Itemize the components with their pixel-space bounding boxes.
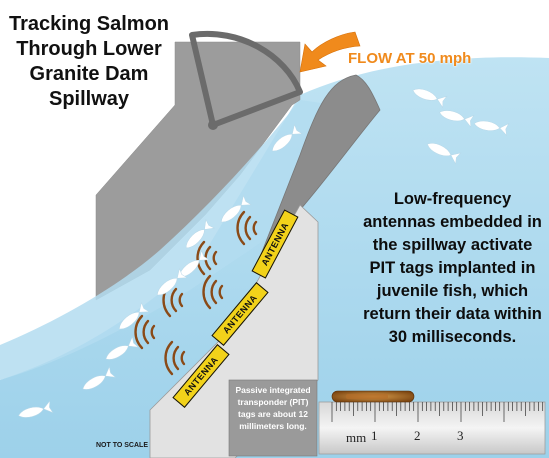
fish <box>18 400 54 418</box>
ruler-mark: 3 <box>457 428 464 443</box>
signal-wave-5 <box>134 314 156 350</box>
flow-arrow <box>299 31 361 73</box>
ruler-mark: 2 <box>414 428 421 443</box>
fish <box>179 249 210 278</box>
fish <box>426 143 462 165</box>
fish <box>82 365 117 390</box>
description-text: Low-frequency antennas embedded in the s… <box>363 190 542 346</box>
spillway-flow <box>0 100 356 380</box>
fish <box>157 267 188 296</box>
scale-note: NOT TO SCALE <box>96 442 148 449</box>
flow-label: FLOW AT 50 mph <box>348 50 472 67</box>
ruler <box>318 401 546 455</box>
pit-tag <box>331 390 415 403</box>
fish <box>412 88 448 109</box>
fish <box>272 123 303 152</box>
fish <box>439 110 475 128</box>
fish <box>119 301 150 330</box>
fish <box>185 218 216 249</box>
ruler-unit: mm <box>346 430 367 445</box>
radial-gate <box>189 30 303 130</box>
fish <box>473 120 510 137</box>
signal-wave-1 <box>236 210 258 246</box>
ruler-mark: 1 <box>371 428 378 443</box>
fish <box>221 194 252 223</box>
fish-group <box>18 88 510 418</box>
signal-wave-3 <box>202 274 224 310</box>
signal-wave-6 <box>164 340 186 376</box>
fish <box>105 335 140 360</box>
tag-note-box <box>228 379 318 457</box>
tag-note: Passive integrated transponder (PIT) tag… <box>235 385 311 431</box>
page-title: Tracking Salmon Through Lower Granite Da… <box>8 13 170 110</box>
